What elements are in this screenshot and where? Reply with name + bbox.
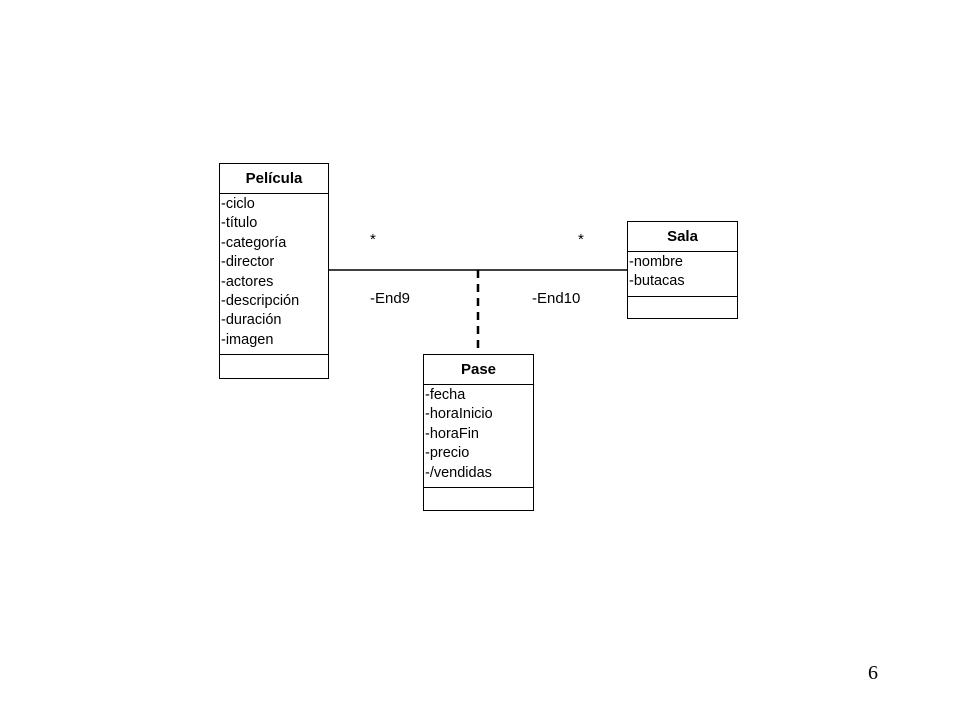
right-multiplicity-label: * — [578, 231, 584, 248]
attribute: -nombre — [629, 254, 683, 270]
attribute: -fecha — [425, 387, 466, 403]
attribute: -actores — [221, 273, 274, 290]
attribute: -butacas — [629, 273, 685, 290]
attribute: -director — [221, 254, 275, 271]
attribute-compartment: -nombre -butacas — [628, 252, 737, 297]
class-name: Sala — [628, 222, 737, 252]
class-pelicula[interactable]: Película -ciclo -título -categoría -dire… — [219, 163, 329, 379]
attribute: -categoría — [221, 234, 287, 251]
attribute: -/vendidas — [425, 464, 492, 481]
class-pase[interactable]: Pase -fecha -horaInicio -horaFin -precio… — [423, 354, 534, 511]
page-number: 6 — [868, 662, 878, 684]
attribute: -horaFin — [425, 425, 479, 442]
class-name: Pase — [424, 355, 533, 385]
attribute: -ciclo — [221, 196, 255, 212]
attribute: -descripción — [221, 293, 300, 310]
right-role-label: -End10 — [532, 290, 581, 307]
attribute: -título — [221, 215, 258, 232]
class-name: Película — [220, 164, 328, 194]
attribute: -horaInicio — [425, 406, 493, 423]
left-role-label: -End9 — [370, 290, 411, 307]
attribute: -duración — [221, 312, 282, 329]
attribute-compartment: -fecha -horaInicio -horaFin -precio -/ve… — [424, 385, 533, 489]
attribute: -precio — [425, 445, 470, 462]
attribute-compartment: -ciclo -título -categoría -director -act… — [220, 194, 328, 356]
class-sala[interactable]: Sala -nombre -butacas — [627, 221, 738, 319]
left-multiplicity-label: * — [370, 231, 376, 248]
attribute: -imagen — [221, 331, 274, 348]
